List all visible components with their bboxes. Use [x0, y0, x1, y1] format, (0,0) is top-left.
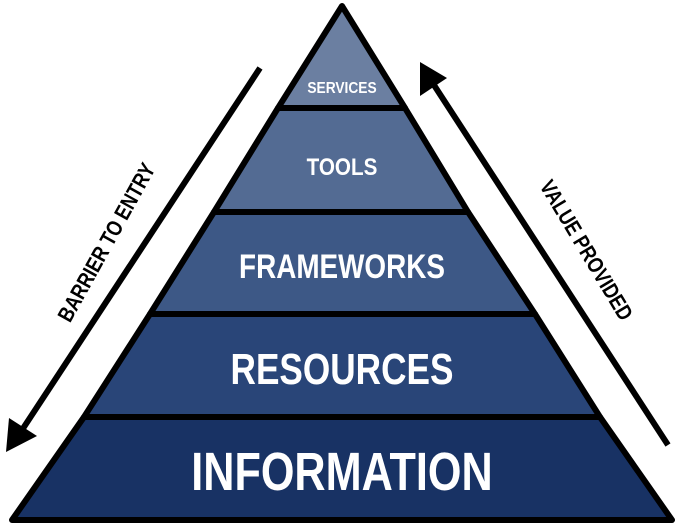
barrier-arrow: [6, 66, 263, 452]
value-provided-label: VALUE PROVIDED: [534, 176, 637, 325]
value-arrow: [420, 62, 671, 447]
value-arrow-head: [420, 62, 447, 96]
value-arrow-shaft: [429, 80, 671, 447]
tier-frameworks-label: FRAMEWORKS: [239, 247, 445, 285]
barrier-arrow-head: [6, 418, 37, 452]
tier-resources-label: RESOURCES: [231, 345, 454, 394]
tier-information-label: INFORMATION: [191, 443, 492, 503]
pyramid: [9, 3, 675, 523]
tier-services-label: SERVICES: [307, 79, 376, 97]
tier-information-band: [9, 414, 675, 523]
barrier-arrow-shaft: [19, 66, 263, 432]
tier-tools-label: TOOLS: [307, 154, 378, 181]
